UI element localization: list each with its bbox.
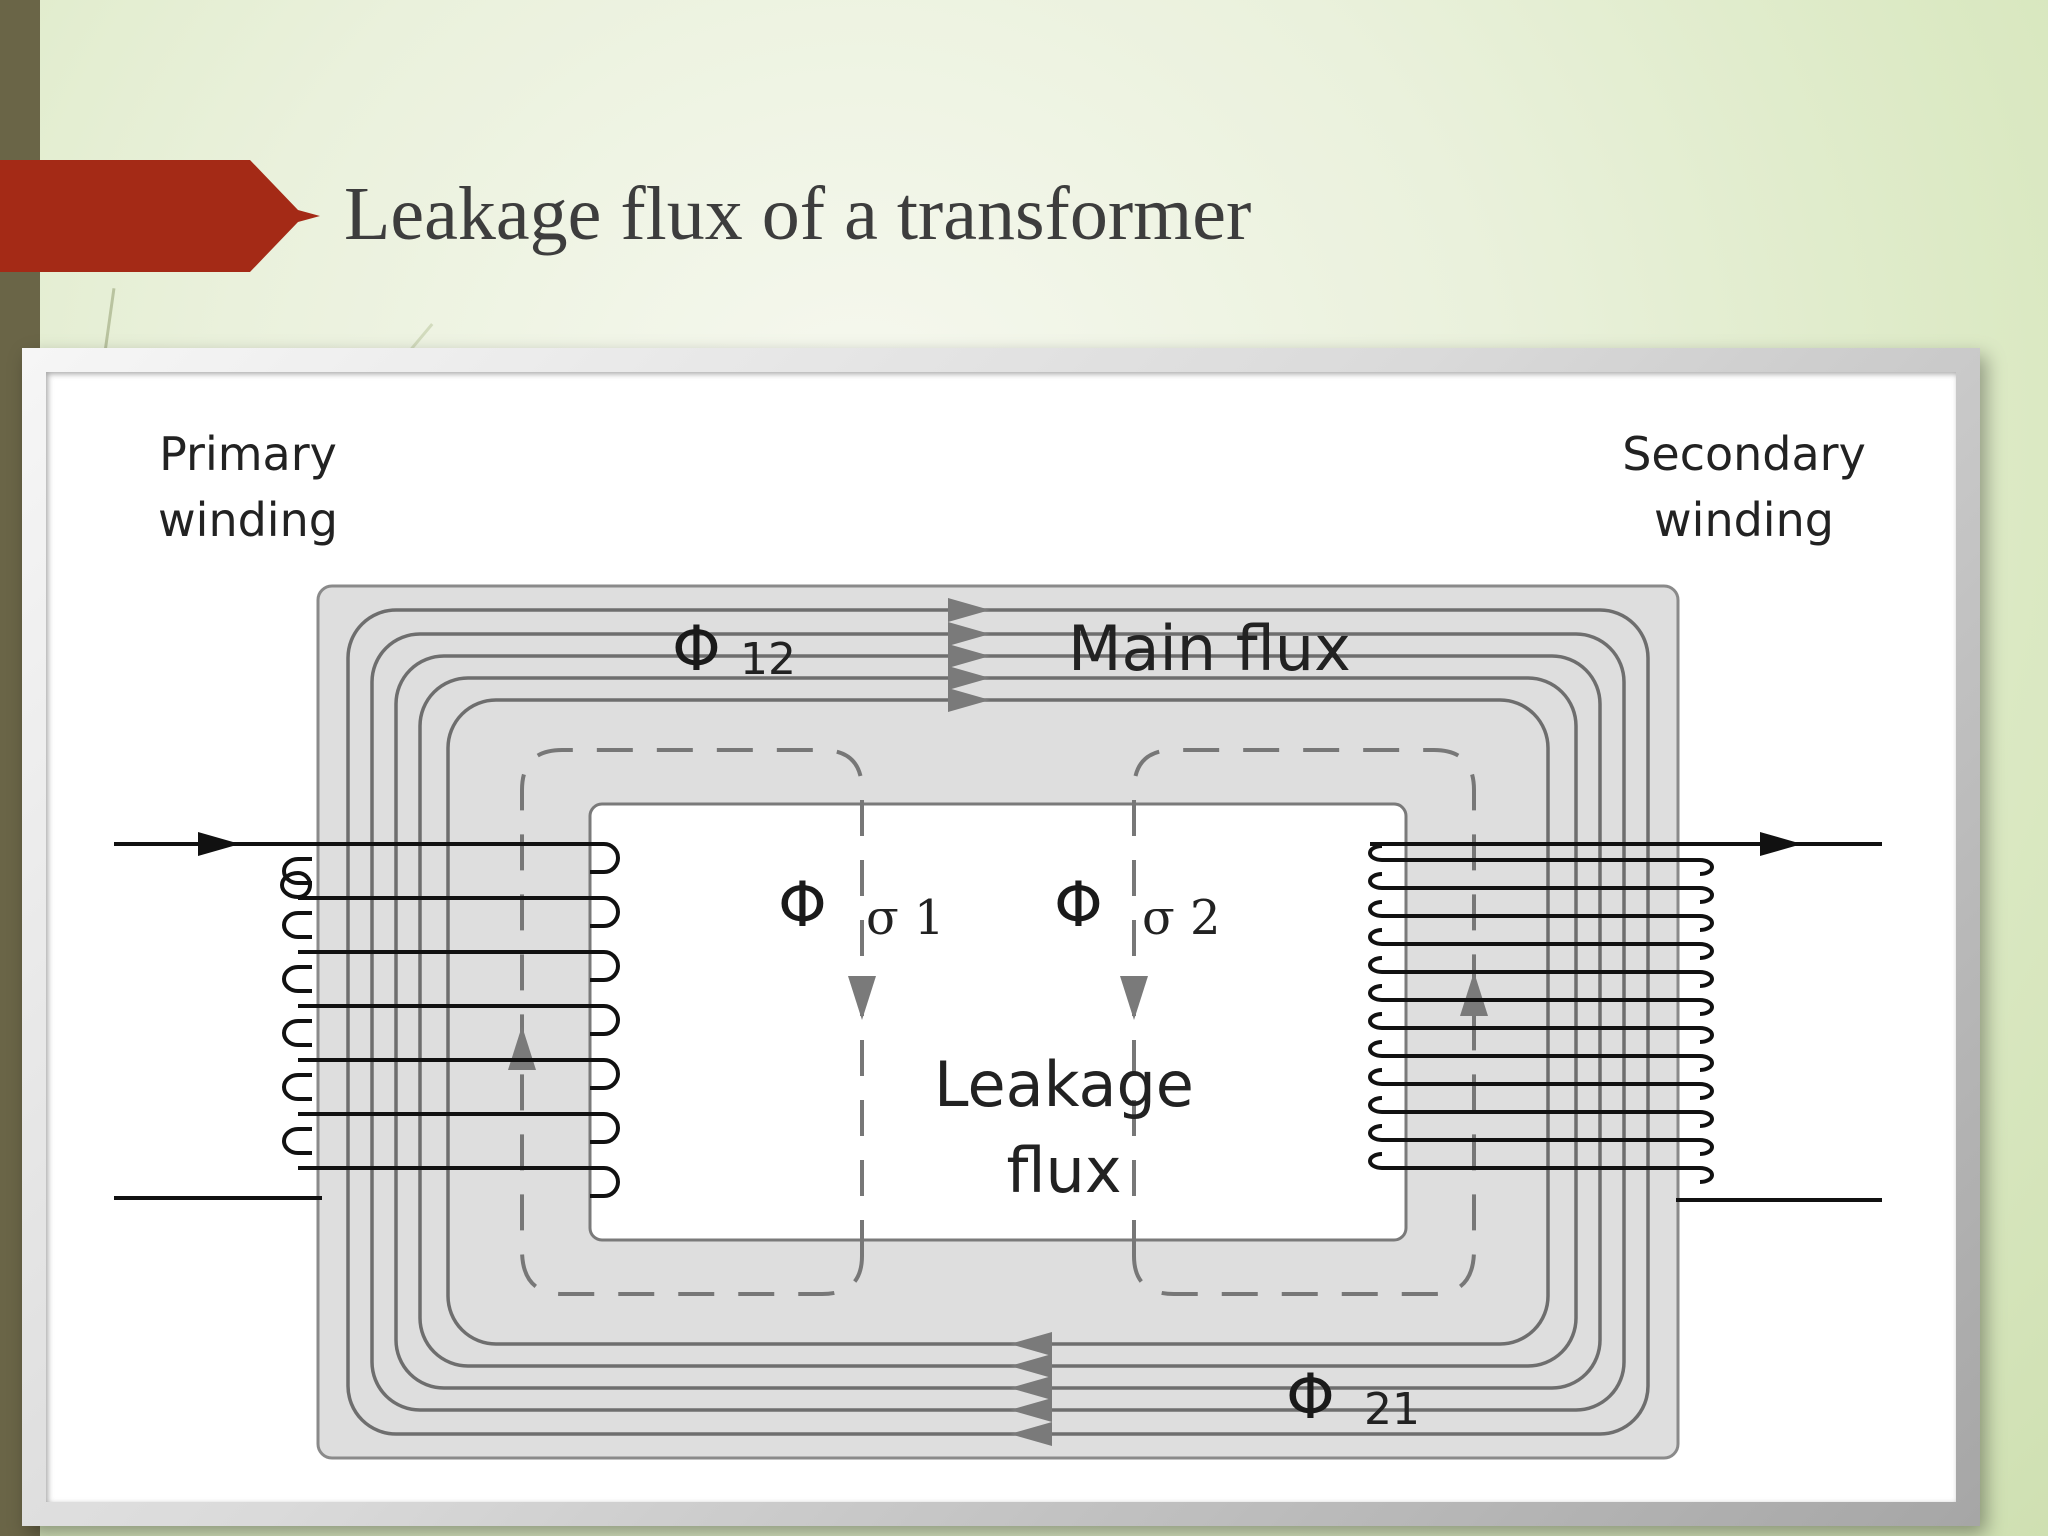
main-flux-arrows-top (948, 598, 990, 712)
secondary-coil-loop-right (1699, 858, 1714, 876)
secondary-coil-loop-left (1368, 984, 1383, 1002)
main-flux-arrows-bottom (1010, 1332, 1052, 1446)
secondary-winding-label-line1: Secondary (1622, 427, 1866, 481)
secondary-winding-label-line2: winding (1654, 493, 1834, 547)
primary-coil-loop-left (282, 1019, 312, 1047)
phi-21-subscript: 21 (1364, 1384, 1420, 1435)
primary-coil-loop-left (282, 965, 312, 993)
secondary-coil-loop-left (1368, 1068, 1383, 1086)
secondary-coil-loop-right (1699, 1138, 1714, 1156)
secondary-coil-loop-right (1699, 1166, 1714, 1184)
primary-coil-loop-right (590, 1058, 620, 1090)
secondary-coil-loop-right (1699, 1110, 1714, 1128)
main-flux-lines (346, 608, 1650, 1436)
secondary-coil-loop-left (1368, 1012, 1383, 1030)
primary-current-arrow (198, 832, 240, 856)
leakage-flux-label-line2: flux (1006, 1134, 1121, 1207)
phi-21-symbol: Φ (1286, 1360, 1335, 1433)
leakage-flux-label-line1: Leakage (934, 1048, 1194, 1121)
phi-12-symbol: Φ (672, 612, 721, 685)
primary-coil-loop-right (590, 1166, 620, 1198)
primary-winding-label-line1: Primary (159, 427, 337, 481)
title-banner-arrow (0, 160, 320, 272)
primary-coil-loop-right (590, 842, 620, 874)
secondary-coil-loop-left (1368, 1152, 1383, 1170)
primary-coil-loop-right (590, 896, 620, 928)
secondary-coil-loop-left (1368, 900, 1383, 918)
secondary-coil-loop-left (1368, 956, 1383, 974)
secondary-coil-loop-right (1699, 970, 1714, 988)
secondary-coil-loop-right (1699, 1054, 1714, 1072)
secondary-coil-loop-left (1368, 1124, 1383, 1142)
transformer-core (316, 584, 1680, 1460)
leakage-flux-loop-secondary (1132, 748, 1476, 1296)
primary-coil-loop-left (282, 1127, 312, 1155)
secondary-coil-loop-right (1699, 942, 1714, 960)
secondary-coil-loops (1368, 844, 1714, 1184)
primary-winding (114, 832, 620, 1200)
secondary-coil-loop-right (1699, 914, 1714, 932)
phi-sigma1-symbol: Φ (778, 868, 827, 941)
primary-coil-loop-right (590, 1004, 620, 1036)
main-flux-label: Main flux (1068, 612, 1351, 685)
phi-sigma1-subscript: σ 1 (866, 890, 945, 946)
secondary-coil-loop-left (1368, 872, 1383, 890)
secondary-coil-loop-right (1699, 998, 1714, 1016)
secondary-coil-loop-left (1368, 1040, 1383, 1058)
primary-winding-label-line2: winding (158, 493, 338, 547)
primary-coil-loop-left (282, 1073, 312, 1101)
secondary-current-arrow (1760, 832, 1802, 856)
secondary-coil-loop-left (1368, 1096, 1383, 1114)
secondary-coil-loop-right (1699, 1082, 1714, 1100)
slide-title: Leakage flux of a transformer (344, 172, 1252, 256)
phi-sigma2-subscript: σ 2 (1142, 890, 1221, 946)
primary-coil-loop-left (282, 911, 312, 939)
primary-coil-loop-left (282, 857, 312, 885)
secondary-coil-loop-left (1368, 928, 1383, 946)
primary-coil-loop-right (590, 1112, 620, 1144)
secondary-coil-loop-right (1699, 1026, 1714, 1044)
phi-12-subscript: 12 (740, 634, 796, 685)
secondary-coil-loop-left (1368, 844, 1383, 862)
secondary-winding (1368, 832, 1882, 1202)
primary-coil-loop-right (590, 950, 620, 982)
phi-sigma2-symbol: Φ (1054, 868, 1103, 941)
core-window (588, 802, 1408, 1242)
leakage-flux-loop-primary (520, 748, 864, 1296)
secondary-coil-loop-right (1699, 886, 1714, 904)
